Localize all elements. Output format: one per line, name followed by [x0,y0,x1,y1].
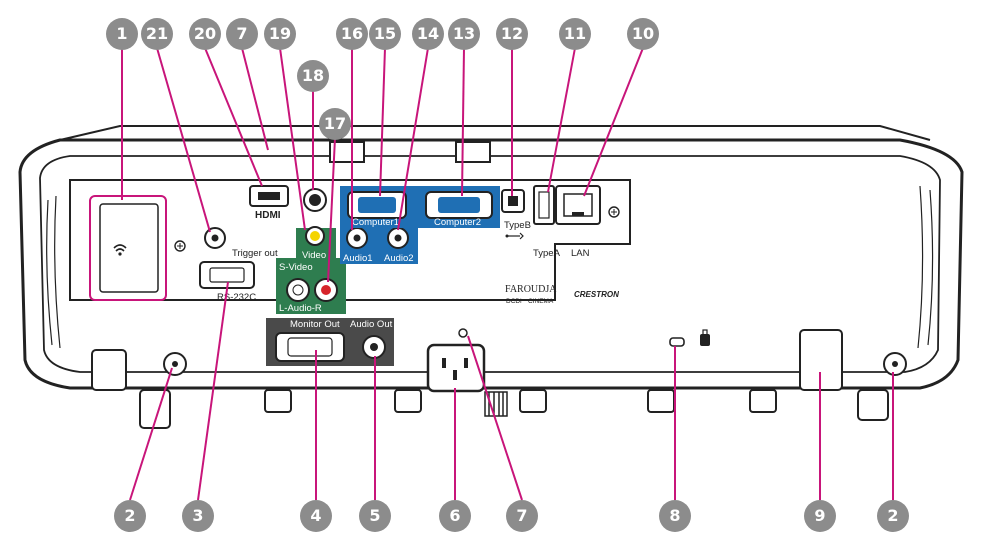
hdmi-label: HDMI [255,210,281,221]
callout-2-left: 2 [114,500,146,532]
callout-10: 10 [627,18,659,50]
callout-17: 17 [319,108,351,140]
output-panel: Monitor Out Audio Out [266,318,394,366]
leader-lines [121,47,894,501]
callout-20: 20 [189,18,221,50]
callout-7-top: 7 [226,18,258,50]
usb-icon [505,232,524,240]
callout-11: 11 [559,18,591,50]
monitor-out-label: Monitor Out [290,319,340,330]
callout-16: 16 [336,18,368,50]
s-video-label: S-Video [279,262,313,273]
kensington-lock-icon [669,329,710,347]
callout-2-right: 2 [877,500,909,532]
callout-6: 6 [439,500,471,532]
screw-icon [608,206,620,218]
faroudja-logo: FAROUDJA [505,284,557,295]
connector-panel: Trigger out RS-232C HDMI Video S-Video L… [69,179,631,314]
callout-4: 4 [300,500,332,532]
callout-3: 3 [182,500,214,532]
lan-label: LAN [571,248,590,259]
type-b-label: TypeB [504,220,531,231]
callout-7-bottom: 7 [506,500,538,532]
dcdi-logo: DCDi [506,298,522,305]
computer2-label: Computer2 [434,217,481,228]
callout-21: 21 [141,18,173,50]
callout-18: 18 [297,60,329,92]
crestron-logo: CRESTRON [574,290,619,299]
type-a-label: TypeA [533,248,561,259]
power-inlet-icon [426,343,486,393]
screw-icon [174,240,186,252]
audio-lr-label: L-Audio-R [279,303,322,314]
trigger-out-label: Trigger out [232,248,278,259]
wireless-lan-icon [113,244,127,256]
callout-15: 15 [369,18,401,50]
callout-5: 5 [359,500,391,532]
callout-19: 19 [264,18,296,50]
callout-8: 8 [659,500,691,532]
callout-14: 14 [412,18,444,50]
audio-out-label: Audio Out [350,319,393,330]
rs232c-label: RS-232C [217,292,256,303]
cinema-logo: CINEMA [528,298,554,305]
video-label: Video [302,250,326,261]
callout-13: 13 [448,18,480,50]
callout-12: 12 [496,18,528,50]
callout-1: 1 [106,18,138,50]
audio2-label: Audio2 [384,253,414,264]
audio1-label: Audio1 [343,253,373,264]
callout-9: 9 [804,500,836,532]
computer1-label: Computer1 [352,217,399,228]
